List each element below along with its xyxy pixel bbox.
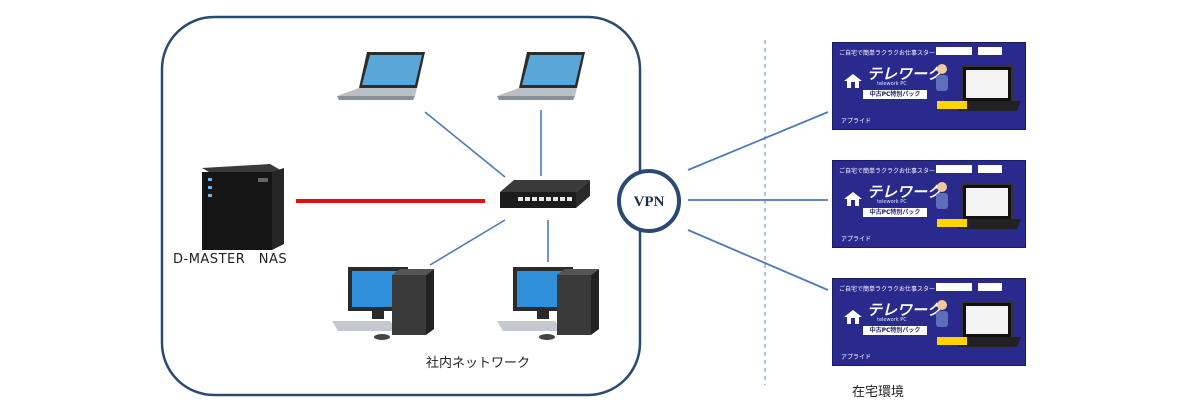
promo-headline: テレワーク bbox=[867, 183, 943, 201]
laptop-icon bbox=[337, 52, 425, 100]
telework-promo-banner: ご自宅で簡単ラクラクお仕事スタート! テレワーク telework PC 中古P… bbox=[832, 278, 1026, 366]
promo-chip bbox=[978, 47, 1002, 55]
house-icon bbox=[844, 74, 862, 88]
vpn-links bbox=[687, 111, 829, 291]
house-icon bbox=[844, 310, 862, 324]
telework-promo-banner: ご自宅で簡単ラクラクお仕事スタート! テレワーク telework PC 中古P… bbox=[832, 160, 1026, 248]
laptop-icon bbox=[961, 301, 1013, 339]
nas-label: D-MASTER NAS bbox=[173, 252, 288, 267]
promo-chip bbox=[936, 283, 972, 291]
promo-brand: アプライド bbox=[841, 118, 872, 125]
network-switch-icon bbox=[500, 180, 590, 208]
promo-headline: テレワーク bbox=[867, 65, 943, 83]
person-icon bbox=[936, 182, 948, 209]
vpn-label: VPN bbox=[634, 194, 665, 210]
promo-brand: アプライド bbox=[841, 236, 872, 243]
desktop-pc-icon bbox=[497, 267, 599, 340]
promo-badge bbox=[937, 219, 967, 227]
laptop-icon bbox=[497, 52, 585, 100]
promo-chip bbox=[978, 283, 1002, 291]
laptop-icon bbox=[961, 183, 1013, 221]
promo-subtitle: telework PC bbox=[877, 81, 907, 87]
promo-subtitle: telework PC bbox=[877, 317, 907, 323]
promo-chip bbox=[978, 165, 1002, 173]
promo-subtitle: telework PC bbox=[877, 199, 907, 205]
office-network-label: 社内ネットワーク bbox=[426, 356, 531, 371]
promo-tagline: ご自宅で簡単ラクラクお仕事スタート! bbox=[839, 286, 944, 293]
promo-band: 中古PC特別パック bbox=[863, 208, 927, 217]
promo-chip bbox=[936, 165, 972, 173]
person-icon bbox=[936, 300, 948, 327]
link-desktop-left bbox=[429, 219, 506, 266]
promo-brand: アプライド bbox=[841, 354, 872, 361]
house-icon bbox=[844, 192, 862, 206]
vpn-node-icon: VPN bbox=[617, 169, 681, 233]
promo-chip bbox=[936, 47, 972, 55]
home-environment-label: 在宅環境 bbox=[852, 385, 905, 400]
link-laptop-left bbox=[424, 111, 506, 178]
nas-server-icon bbox=[202, 164, 284, 250]
laptop-icon bbox=[961, 65, 1013, 103]
vpn-link-bottom bbox=[687, 229, 829, 291]
promo-band: 中古PC特別パック bbox=[863, 326, 927, 335]
promo-band: 中古PC特別パック bbox=[863, 90, 927, 99]
promo-badge bbox=[937, 337, 967, 345]
desktop-pc-icon bbox=[332, 267, 434, 340]
vpn-link-top bbox=[687, 111, 829, 171]
promo-badge bbox=[937, 101, 967, 109]
telework-promo-banner: ご自宅で簡単ラクラクお仕事スタート! テレワーク telework PC 中古P… bbox=[832, 42, 1026, 130]
person-icon bbox=[936, 64, 948, 91]
office-links bbox=[424, 110, 549, 266]
promo-tagline: ご自宅で簡単ラクラクお仕事スタート! bbox=[839, 50, 944, 57]
promo-headline: テレワーク bbox=[867, 301, 943, 319]
promo-tagline: ご自宅で簡単ラクラクお仕事スタート! bbox=[839, 168, 944, 175]
